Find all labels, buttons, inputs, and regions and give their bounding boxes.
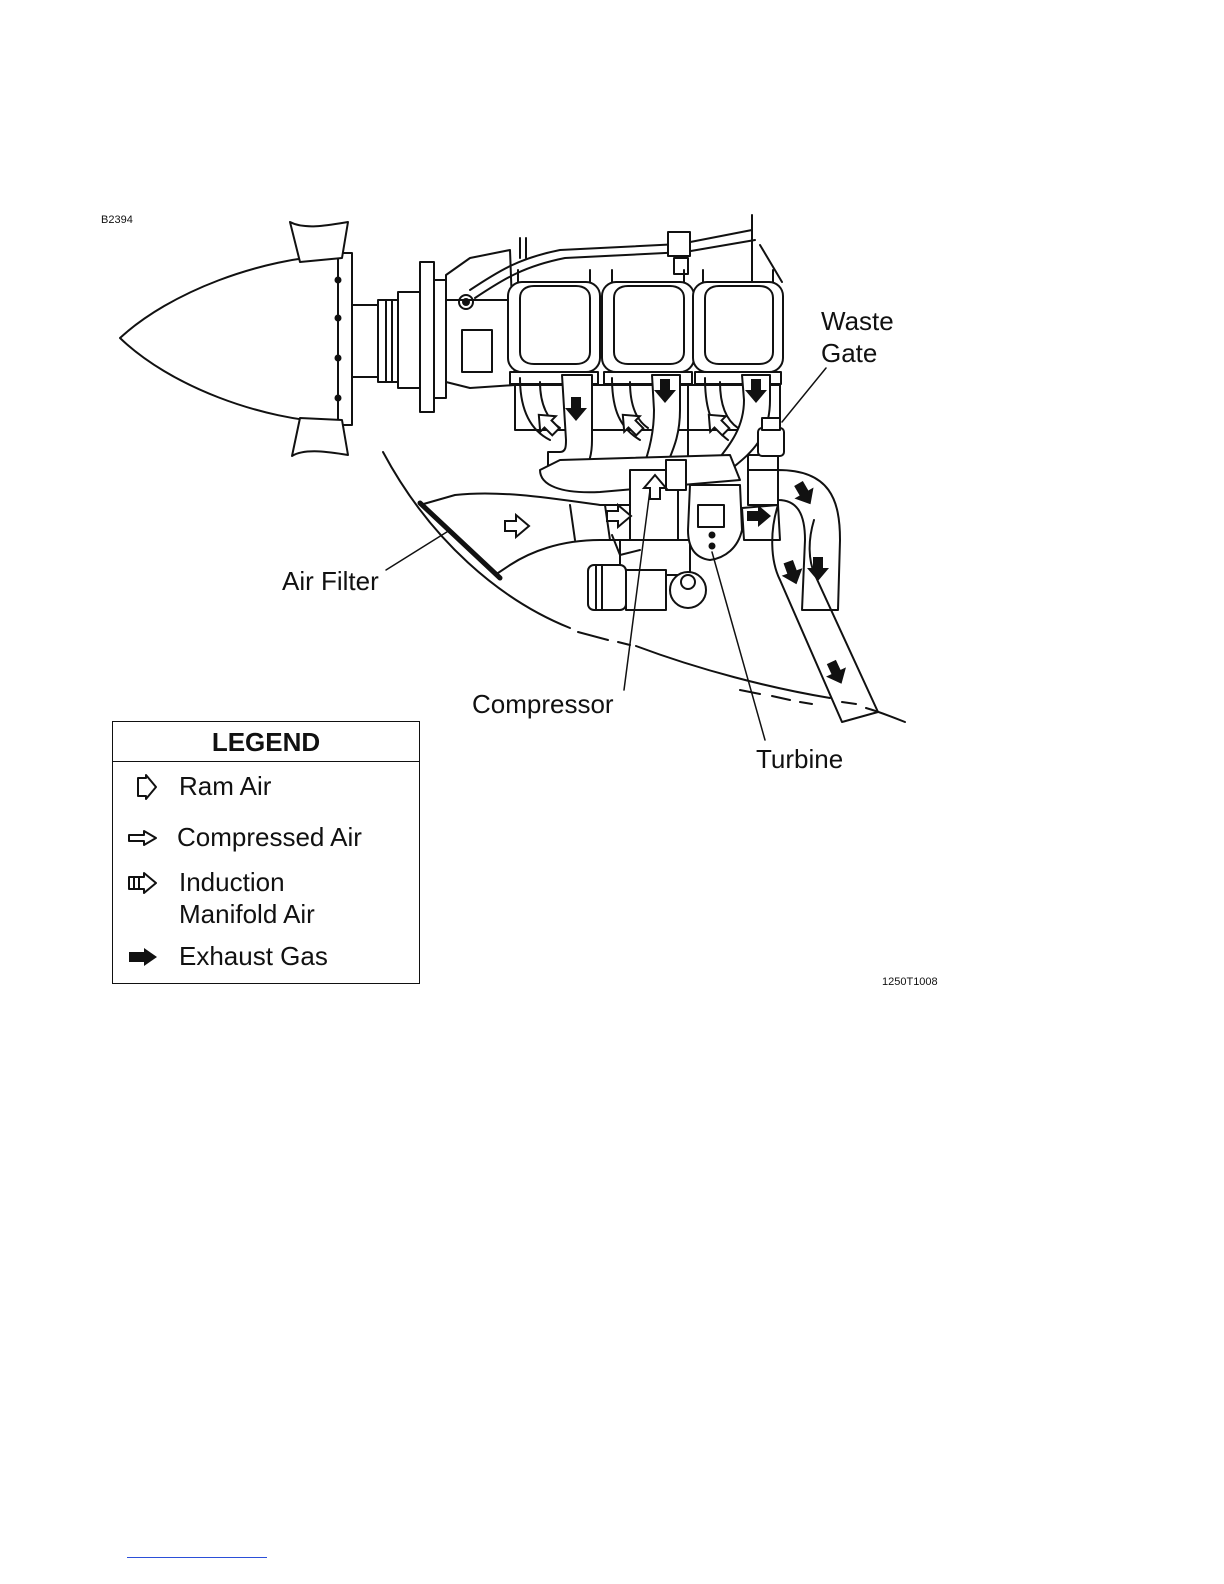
callout-waste-gate: Waste Gate [821,305,894,369]
prop-blade-upper [290,222,348,262]
prop-hub [352,305,378,377]
solid-arrow-icon [127,947,159,967]
figure-ref-bottom: 1250T1008 [882,976,938,988]
accessory-unit [588,565,706,610]
legend-label: Ram Air [179,770,271,802]
legend-item-ram-air: Ram Air [113,770,419,804]
callout-turbine: Turbine [756,743,843,775]
outline-arrow-icon [135,774,159,800]
legend: LEGEND Ram Air Compressed Air Induction … [112,721,420,984]
leader-turbine [712,552,765,740]
callout-air-filter: Air Filter [282,565,379,597]
legend-label: Exhaust Gas [179,940,328,972]
spinner [120,255,338,423]
prop-blade-lower [292,418,348,456]
cylinder-2 [602,270,694,384]
legend-label-line-2: Manifold Air [179,898,315,930]
legend-label-line-1: Induction [179,866,315,898]
banded-arrow-icon [127,872,159,894]
callout-compressor: Compressor [472,688,614,720]
leader-air-filter [386,530,450,570]
legend-item-induction-manifold-air: Induction Manifold Air [113,866,419,934]
legend-label: Compressed Air [177,821,362,853]
callout-waste-gate-line-2: Gate [821,337,894,369]
cylinder-1 [508,270,600,384]
cylinder-3 [693,270,783,384]
leader-waste-gate [782,368,826,422]
callout-waste-gate-line-1: Waste [821,305,894,337]
legend-item-exhaust-gas: Exhaust Gas [113,940,419,974]
thin-outline-arrow-icon [127,829,159,847]
legend-label: Induction Manifold Air [179,866,315,930]
legend-item-compressed-air: Compressed Air [113,821,419,855]
legend-title: LEGEND [113,722,419,762]
footer-rule [127,1557,267,1558]
crankcase-front [446,250,515,388]
